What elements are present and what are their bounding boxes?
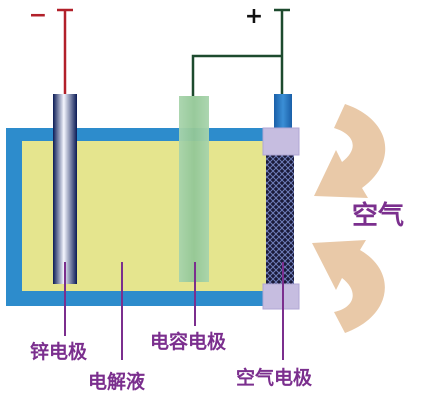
air-label: 空气 <box>352 200 404 231</box>
electrolyte-label: 电解液 <box>88 370 146 393</box>
positive-terminal-wire <box>191 8 290 96</box>
air-electrode-label: 空气电极 <box>236 366 313 389</box>
air-arrow-top-icon <box>314 104 386 198</box>
capacitor-electrode-label: 电容电极 <box>150 330 227 353</box>
positive-terminal-symbol: + <box>245 4 263 29</box>
capacitor-electrode-rod <box>179 96 209 282</box>
air-arrow-bottom-icon <box>312 240 385 333</box>
air-electrode-top-rod <box>274 94 292 130</box>
air-electrode-top-membrane <box>262 127 300 156</box>
air-electrode-bottom-membrane <box>262 283 300 310</box>
air-electrode-mesh <box>266 152 294 288</box>
zinc-electrode-rod <box>53 94 77 284</box>
zinc-electrode-label: 锌电极 <box>30 340 88 363</box>
negative-terminal-symbol: − <box>29 3 47 28</box>
